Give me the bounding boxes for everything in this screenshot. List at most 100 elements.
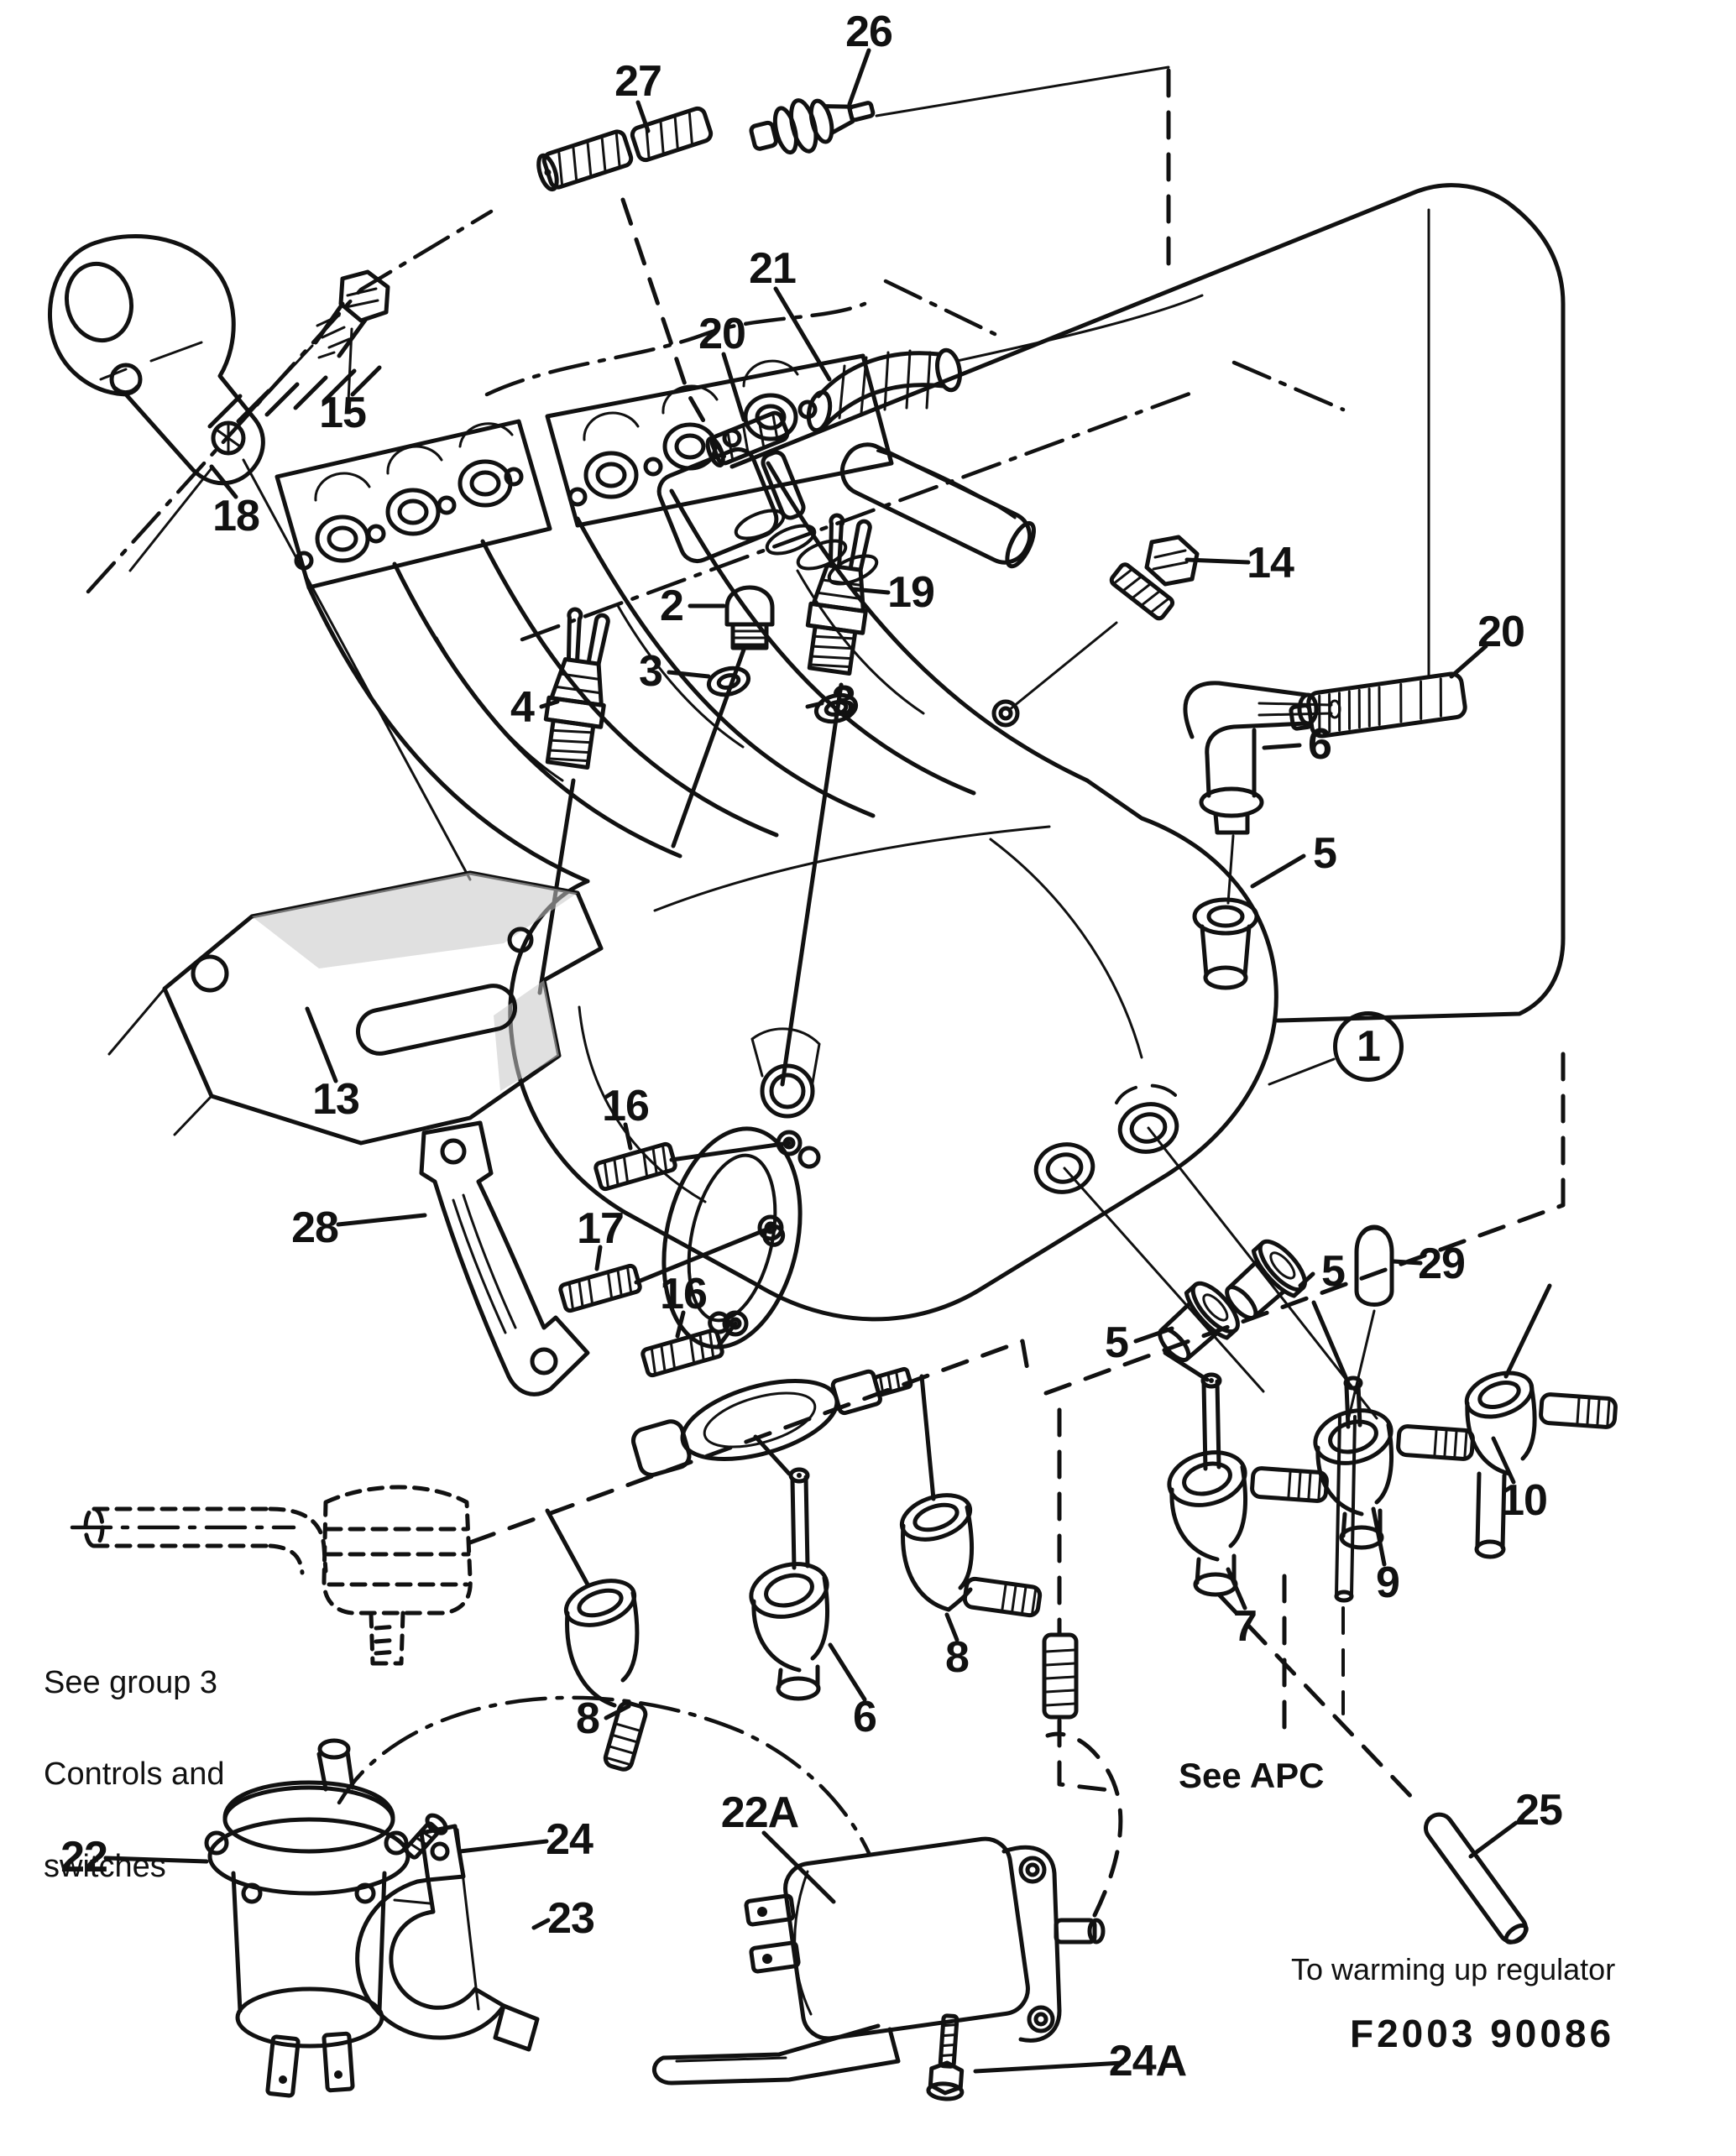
callout-1: 1 (1333, 1011, 1404, 1082)
fitting-leaders (545, 1283, 1552, 1587)
note-see-group3-line2: Controls and (44, 1757, 225, 1793)
sleeve-5-right (1192, 897, 1259, 990)
valve-22 (204, 1738, 431, 2098)
centerline-cap-axis (520, 390, 1195, 642)
callout-6: 6 (1308, 720, 1332, 769)
callout-3: 3 (639, 647, 663, 696)
bolt-14 (991, 535, 1200, 728)
callout-6: 6 (853, 1693, 877, 1741)
hose-21 (806, 294, 1204, 433)
screw-24A (926, 2013, 965, 2101)
hose-22-dashdot (337, 1695, 872, 1857)
note-see-apc: See APC (1179, 1756, 1325, 1795)
figure-code: F2003 90086 (1350, 2012, 1615, 2055)
callout-10: 10 (1500, 1476, 1548, 1525)
tee-fitting-9 (1313, 1376, 1475, 1715)
note-warming-regulator: To warming up regulator (1291, 1952, 1616, 1986)
capsule-29 (1347, 1224, 1394, 1418)
bracket-to-gasket-line (242, 458, 472, 881)
callout-7: 7 (1233, 1602, 1258, 1651)
bracket-28 (419, 1120, 590, 1396)
gasket-13 (107, 870, 604, 1146)
hidden-edge-dashes (468, 1045, 1566, 1545)
group3-reference-valve (83, 1485, 473, 1666)
callout-14: 14 (1247, 539, 1294, 587)
callout-3: 3 (832, 677, 856, 726)
callout-4: 4 (510, 683, 535, 732)
tee-fitting-7 (1167, 1372, 1329, 1597)
plug-2 (724, 585, 775, 650)
sensor-4 (543, 607, 610, 770)
port-rings (1033, 1083, 1182, 1194)
boot-fitting-6-bottom (749, 1467, 830, 1701)
callout-8: 8 (945, 1633, 970, 1682)
apc-branch (1042, 1407, 1418, 1804)
vacuum-actuator (630, 1366, 913, 1477)
callout-24a: 24A (1108, 2037, 1187, 2086)
glow-sensor-26 (749, 98, 876, 155)
port-axis-2 (1147, 1126, 1378, 1420)
callout-8: 8 (576, 1694, 600, 1743)
elbow-fitting-10 (1464, 1370, 1618, 1559)
stud-16-lower (641, 1328, 724, 1378)
callout-22: 22 (60, 1833, 108, 1882)
stud-17 (558, 1263, 642, 1313)
clamp-23 (355, 1824, 540, 2052)
callout-22a: 22A (720, 1788, 799, 1837)
callout-16: 16 (602, 1082, 650, 1130)
valve-22A (652, 1836, 1106, 2086)
leader-1 (1268, 1057, 1336, 1086)
callout-26: 26 (845, 8, 893, 56)
callout-9: 9 (1376, 1558, 1400, 1607)
note-see-group3-line3: switches (44, 1848, 166, 1884)
bracket-line (128, 467, 213, 572)
throttle-flange (661, 1126, 821, 1349)
cable-wire-line (875, 65, 1170, 117)
hose-20-right (1289, 671, 1467, 739)
stud-axis-lines (634, 1130, 803, 1349)
hose-22A-dashed (1045, 1731, 1123, 1918)
head-hatching (207, 365, 382, 429)
callout-15: 15 (319, 389, 367, 437)
callout-21: 21 (749, 244, 797, 293)
panel-outline (729, 183, 1566, 1023)
centerline-top-left (86, 209, 494, 594)
sleeve-5-a (1158, 1281, 1240, 1362)
elbow-fitting-8-left (563, 1579, 648, 1772)
callout-5: 5 (1313, 829, 1337, 878)
callout-23: 23 (547, 1894, 595, 1943)
note-see-group3-line1: See group 3 (44, 1665, 218, 1700)
manifold-plenum (508, 778, 1278, 1322)
manifold-runners (306, 461, 1090, 884)
callout-leader-lines (103, 48, 1519, 2074)
screw-24 (404, 1813, 448, 1860)
callout-17: 17 (577, 1204, 625, 1253)
callout-19: 19 (887, 568, 935, 617)
callout-18: 18 (212, 492, 260, 540)
callout-29: 29 (1418, 1240, 1466, 1288)
callout-27: 27 (614, 57, 662, 106)
tube-25 (1424, 1812, 1529, 1945)
stud-16-upper (593, 1141, 677, 1192)
callout-25: 25 (1515, 1786, 1563, 1835)
callout-5: 5 (1321, 1247, 1346, 1296)
sensor-axis-lines (537, 647, 844, 1087)
note-see-group3: See group 3 Controls and switches (44, 1660, 224, 1890)
callout-20: 20 (1477, 608, 1525, 656)
port-axis-1 (1063, 1167, 1265, 1393)
intake-flange-right (545, 353, 894, 528)
idle-air-cylinder (839, 442, 1036, 569)
hidden-head-edge (484, 301, 867, 397)
cable-sleeves-27 (536, 106, 714, 192)
callout-28: 28 (291, 1203, 339, 1252)
callout-5: 5 (1105, 1318, 1129, 1367)
callout-13: 13 (312, 1075, 360, 1124)
bracket-18 (48, 233, 265, 486)
callout-2: 2 (660, 582, 684, 630)
callout-24: 24 (546, 1815, 593, 1864)
callout-16: 16 (660, 1270, 708, 1318)
callout-20: 20 (698, 310, 746, 358)
elbow-fitting-8-mid (899, 1493, 1043, 1618)
